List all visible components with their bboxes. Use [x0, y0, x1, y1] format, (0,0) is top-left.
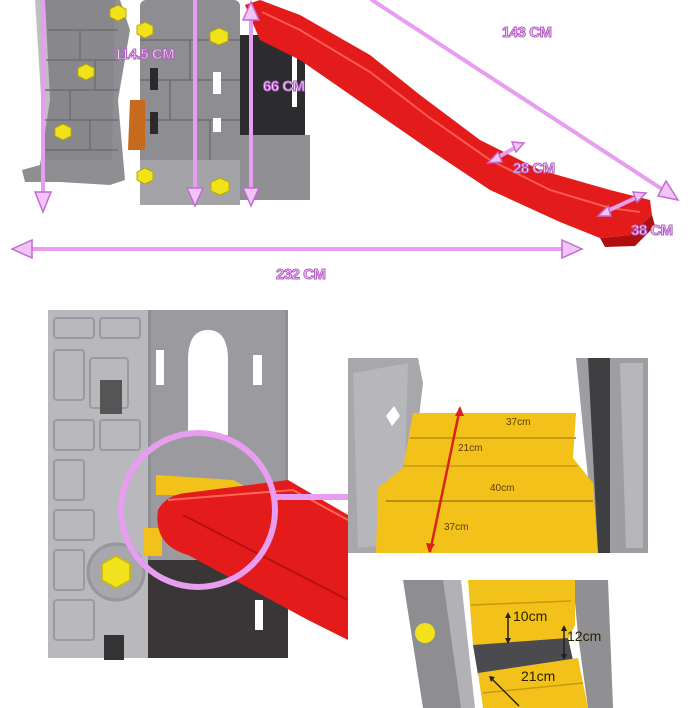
label-platform-width: 40cm: [490, 483, 515, 494]
detail-connection-photo: [48, 310, 348, 660]
label-step-thickness: 10cm: [513, 608, 548, 624]
label-step-rise: 12cm: [567, 628, 602, 644]
dimension-height-total: 114.5 CM: [113, 46, 175, 64]
label-step-width-top: 37cm: [506, 417, 531, 428]
dimension-slide-end-width: 38 CM: [631, 222, 674, 240]
connection-drawing: [48, 310, 348, 660]
detail-steps-top-photo: 37cm 21cm 40cm 37cm: [348, 358, 648, 553]
dimension-slide-length: 143 CM: [502, 24, 553, 42]
dimension-total-length: 232 CM: [276, 266, 327, 284]
label-diagonal-length: 37cm: [444, 522, 469, 533]
steps-side-drawing: [403, 575, 613, 708]
steps-top-drawing: [348, 358, 648, 553]
detail-steps-side-photo: 10cm 12cm 21cm: [403, 575, 613, 708]
overview-drawing: [10, 0, 680, 260]
overview-illustration: 114.5 CM 66 CM 143 CM 28 CM 38 CM 232 CM: [0, 0, 700, 300]
label-step-depth-side: 21cm: [521, 668, 556, 684]
dimension-platform-height: 66 CM: [263, 78, 306, 96]
label-step-depth: 21cm: [458, 443, 483, 454]
dimension-slide-inner-width: 28 CM: [513, 160, 556, 178]
